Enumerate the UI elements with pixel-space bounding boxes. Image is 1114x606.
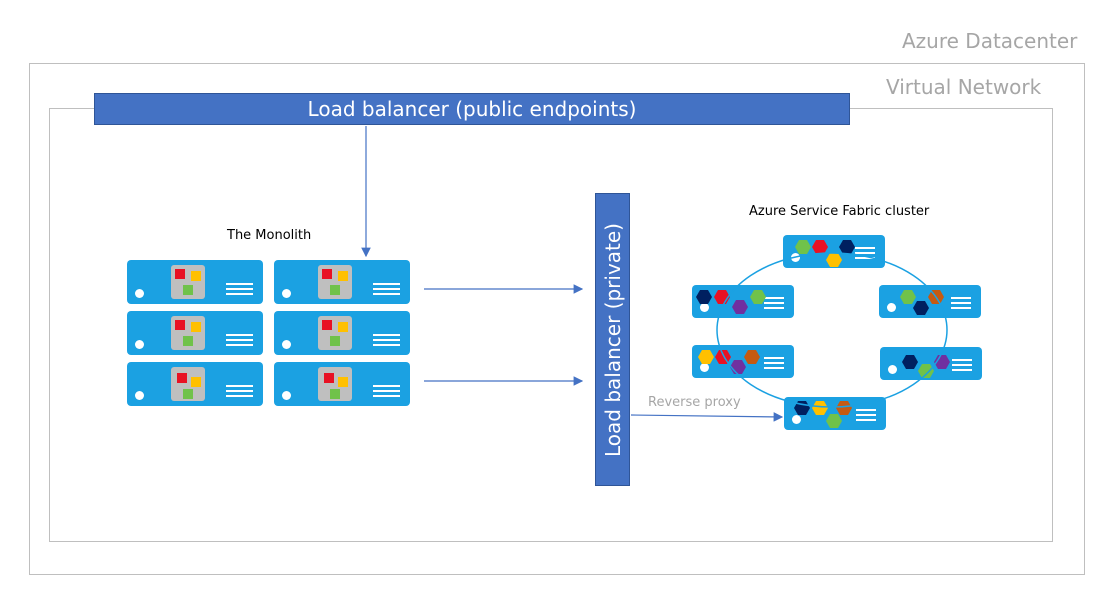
server-status-led (282, 289, 291, 298)
server-vent-lines (373, 334, 400, 349)
cluster-node (692, 345, 794, 378)
cluster-label: Azure Service Fabric cluster (749, 204, 930, 219)
monolith-server (127, 311, 263, 355)
public-load-balancer-label: Load balancer (public endpoints) (307, 97, 637, 121)
server-vent-lines (855, 247, 875, 262)
reverse-proxy-arrow (630, 412, 784, 422)
server-status-led (135, 340, 144, 349)
cluster-node (783, 235, 885, 268)
microservice-hexagon-icon (836, 401, 852, 415)
monolith-server (127, 260, 263, 304)
datacenter-boundary (29, 63, 1085, 575)
microservice-hexagon-icon (839, 240, 855, 254)
public-load-balancer: Load balancer (public endpoints) (94, 93, 850, 125)
monolith-server (127, 362, 263, 406)
server-status-led (887, 303, 896, 312)
server-status-led (135, 289, 144, 298)
server-status-led (888, 365, 897, 374)
server-vent-lines (373, 283, 400, 298)
app-module-icon (318, 367, 352, 401)
monolith-label: The Monolith (227, 228, 312, 243)
server-vent-lines (951, 297, 971, 312)
app-module-icon (171, 316, 205, 350)
cluster-node (880, 347, 982, 380)
cluster-node (692, 285, 794, 318)
microservice-hexagon-icon (732, 300, 748, 314)
server-status-led (282, 340, 291, 349)
microservice-hexagon-icon (812, 240, 828, 254)
microservice-hexagon-icon (902, 355, 918, 369)
server-vent-lines (764, 357, 784, 372)
app-module-icon (171, 367, 205, 401)
monolith-server (274, 311, 410, 355)
server-vent-lines (856, 409, 876, 424)
server-vent-lines (952, 359, 972, 374)
server-vent-lines (226, 385, 253, 400)
microservice-hexagon-icon (913, 301, 929, 315)
monolith-server (274, 260, 410, 304)
server-status-led (792, 415, 801, 424)
server-vent-lines (764, 297, 784, 312)
server-vent-lines (373, 385, 400, 400)
microservice-hexagon-icon (698, 350, 714, 364)
microservice-hexagon-icon (812, 401, 828, 415)
app-module-icon (318, 265, 352, 299)
reverse-proxy-label: Reverse proxy (648, 395, 741, 410)
server-vent-lines (226, 283, 253, 298)
datacenter-label: Azure Datacenter (902, 29, 1078, 53)
app-module-icon (171, 265, 205, 299)
server-vent-lines (226, 334, 253, 349)
microservice-hexagon-icon (918, 364, 934, 378)
microservice-hexagon-icon (900, 290, 916, 304)
server-status-led (135, 391, 144, 400)
server-status-led (700, 363, 709, 372)
cluster-ring (716, 252, 948, 408)
monolith-server (274, 362, 410, 406)
microservice-hexagon-icon (795, 240, 811, 254)
private-load-balancer: Load balancer (private) (595, 193, 630, 486)
server-status-led (700, 303, 709, 312)
microservice-hexagon-icon (826, 253, 842, 267)
server-status-led (282, 391, 291, 400)
microservice-hexagon-icon (696, 290, 712, 304)
virtual-network-label: Virtual Network (886, 75, 1042, 99)
microservice-hexagon-icon (744, 350, 760, 364)
app-module-icon (318, 316, 352, 350)
microservice-hexagon-icon (750, 290, 766, 304)
microservice-hexagon-icon (826, 414, 842, 428)
